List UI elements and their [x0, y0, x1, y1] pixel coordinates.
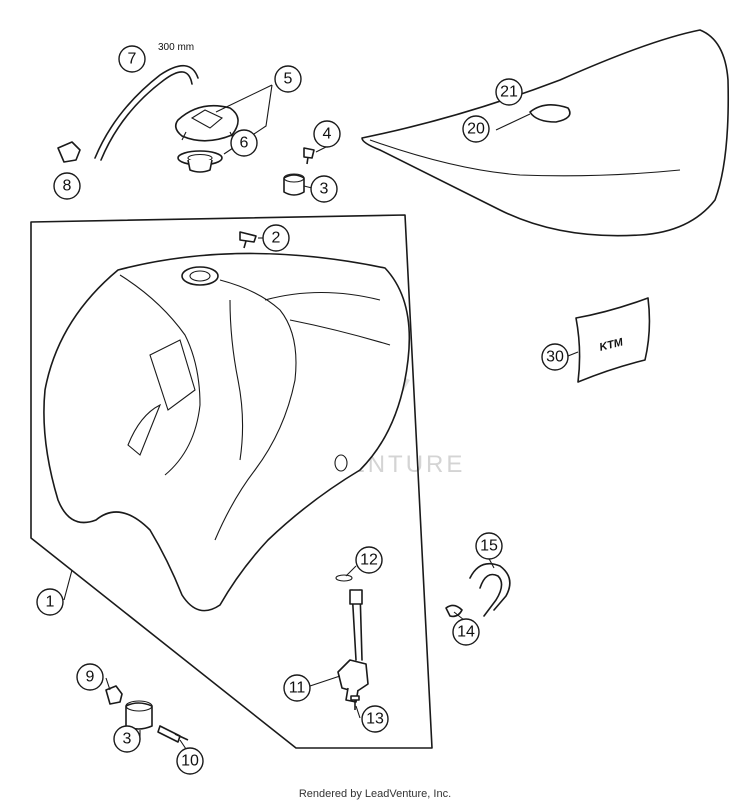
svg-text:3: 3 — [320, 181, 329, 198]
callout-21: 21 — [495, 78, 523, 106]
callout-9: 9 — [76, 663, 104, 691]
svg-text:6: 6 — [240, 135, 249, 152]
callout-20: 20 — [462, 115, 490, 143]
fuel-hose — [469, 562, 511, 617]
callout-2: 2 — [262, 224, 290, 252]
svg-text:7: 7 — [128, 51, 137, 68]
callout-10: 10 — [176, 747, 204, 775]
svg-text:4: 4 — [323, 126, 332, 143]
screw-2 — [239, 231, 257, 249]
callout-14: 14 — [452, 618, 480, 646]
fuel-tank — [43, 252, 411, 612]
svg-text:10: 10 — [181, 753, 199, 770]
hose-length-label: 300 mm — [158, 42, 194, 53]
svg-text:3: 3 — [123, 731, 132, 748]
hose-clamp — [445, 604, 463, 618]
callout-4: 4 — [313, 120, 341, 148]
svg-text:20: 20 — [467, 121, 485, 138]
svg-text:13: 13 — [366, 711, 384, 728]
svg-text:30: 30 — [546, 349, 564, 366]
callout-15: 15 — [475, 532, 503, 560]
screw-13 — [350, 695, 360, 710]
bolt-10 — [157, 725, 189, 743]
screw-4 — [303, 147, 315, 165]
svg-text:21: 21 — [500, 84, 518, 101]
callout-5: 5 — [274, 65, 302, 93]
footer-credit: Rendered by LeadVenture, Inc. — [298, 788, 452, 800]
tank-group-frame — [30, 214, 433, 749]
callout-12: 12 — [355, 546, 383, 574]
callout-1: 1 — [36, 588, 64, 616]
o-ring — [335, 574, 353, 582]
fuel-cap — [174, 104, 239, 142]
rubber-bushing-upper — [283, 173, 305, 196]
breather-hose-inner — [100, 71, 193, 161]
svg-text:1: 1 — [46, 594, 55, 611]
callout-3-lower: 3 — [113, 725, 141, 753]
svg-text:12: 12 — [360, 552, 378, 569]
callout-7: 7 — [118, 45, 146, 73]
rubber-bushing-lower — [125, 700, 153, 730]
fuel-tap — [337, 589, 369, 703]
seat — [361, 29, 730, 237]
svg-text:14: 14 — [457, 624, 475, 641]
svg-text:2: 2 — [272, 230, 281, 247]
elbow-fitting — [57, 141, 81, 163]
svg-text:15: 15 — [480, 538, 498, 555]
callout-11: 11 — [283, 674, 311, 702]
svg-text:11: 11 — [289, 680, 306, 697]
emblem-text: KTM — [598, 336, 625, 354]
breather-hose — [94, 64, 199, 159]
callout-8: 8 — [53, 172, 81, 200]
callout-3-upper: 3 — [310, 175, 338, 203]
collar-bushing — [105, 685, 123, 705]
callout-13: 13 — [361, 705, 389, 733]
callout-6: 6 — [230, 129, 258, 157]
svg-text:5: 5 — [284, 71, 293, 88]
cap-gasket — [177, 150, 223, 173]
callout-30: 30 — [541, 343, 569, 371]
svg-text:9: 9 — [86, 669, 95, 686]
svg-text:8: 8 — [63, 178, 72, 195]
seat-pad — [529, 104, 571, 123]
tank-emblem: KTM — [575, 297, 651, 383]
